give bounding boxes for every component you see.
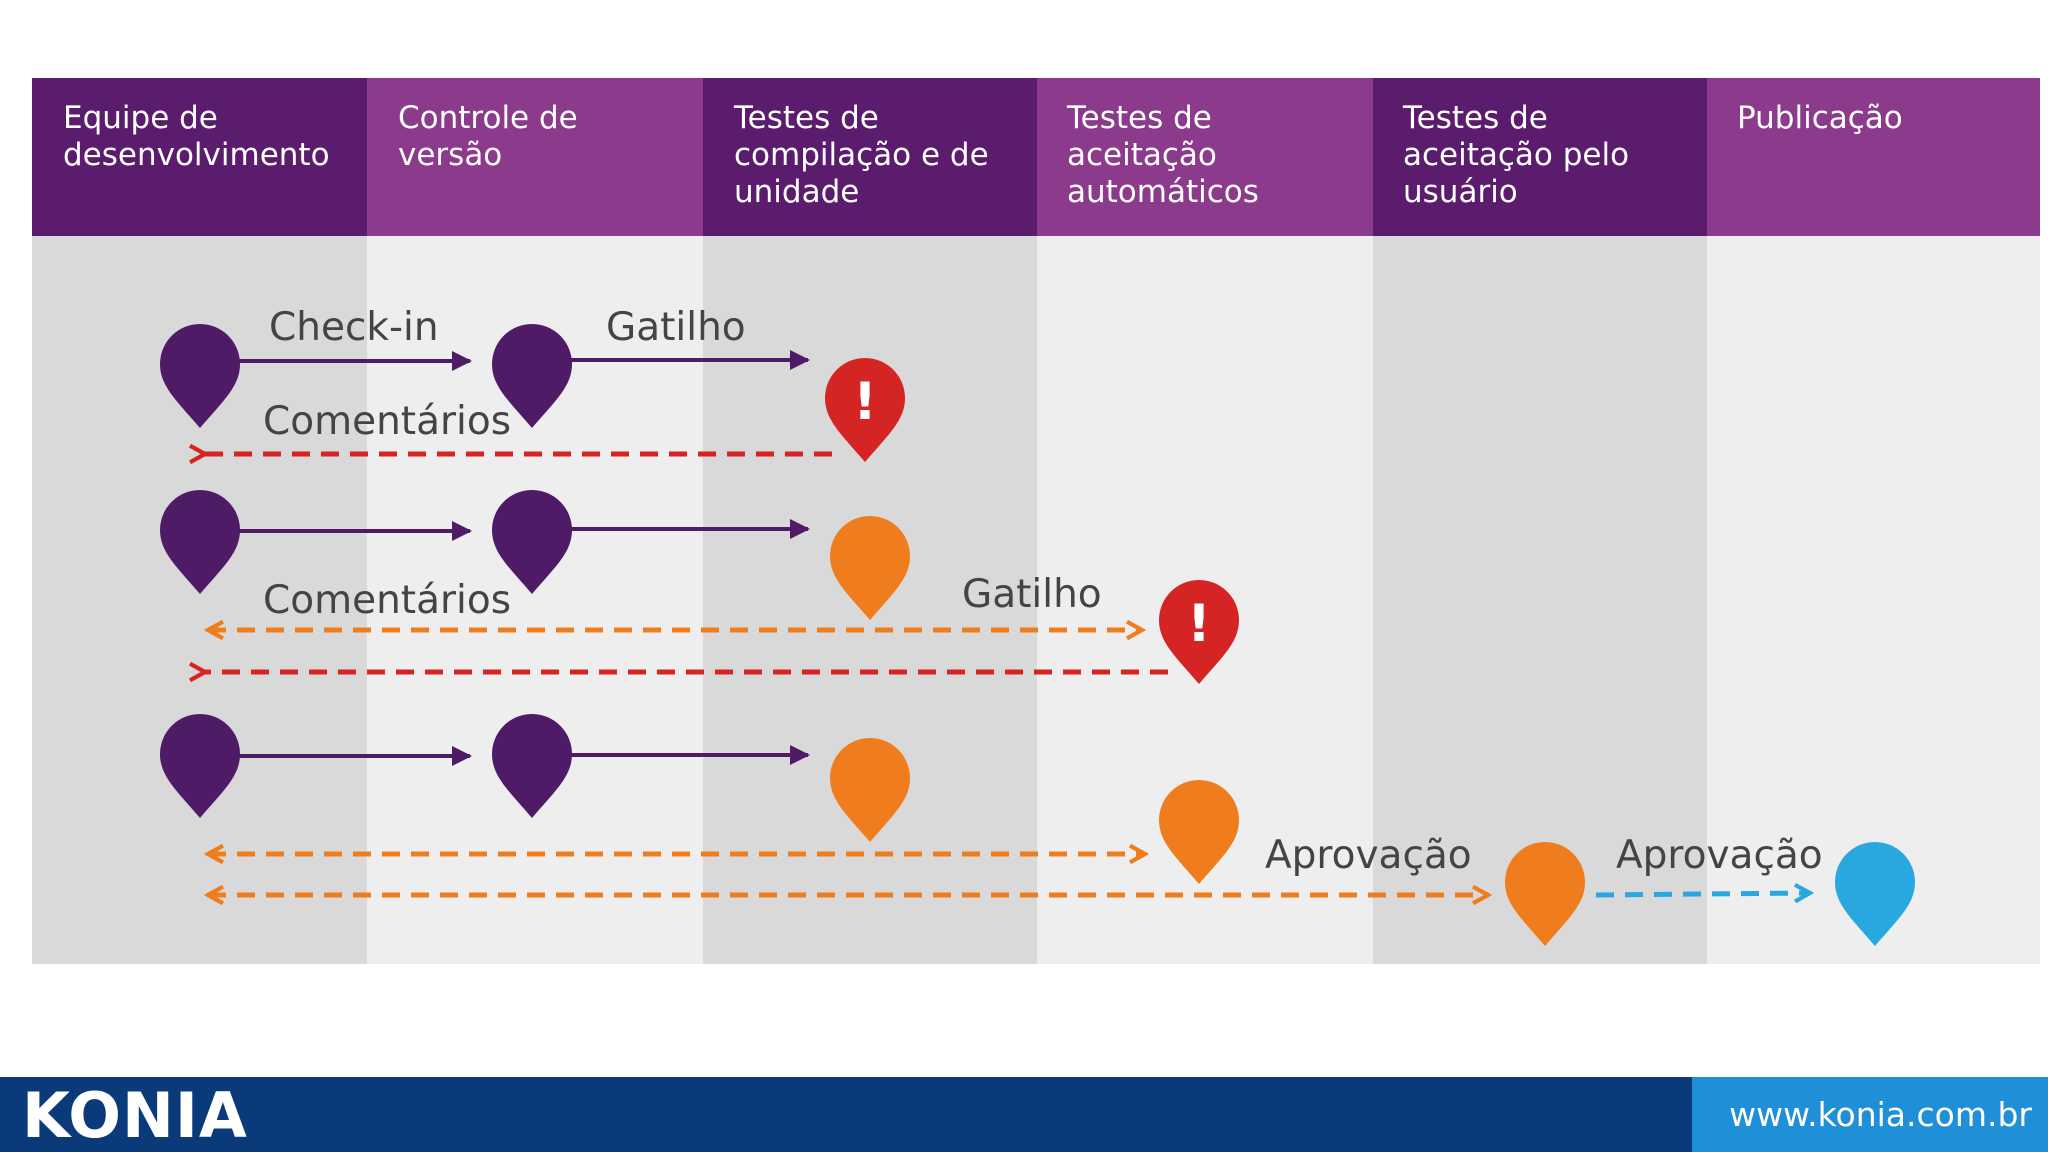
label-approval-2: Aprovação	[1616, 833, 1823, 878]
footer-url-panel: www.konia.com.br	[1692, 1077, 2048, 1152]
column-label-release: Publicação	[1737, 100, 1903, 136]
pin-dev-team-1	[160, 324, 240, 428]
alert-glyph: !	[1187, 594, 1211, 654]
label-trigger-2: Gatilho	[962, 572, 1102, 617]
footer-bar: KONIA www.konia.com.br	[0, 1077, 2048, 1152]
pin-build-fail-1: !	[825, 358, 905, 462]
pin-build-pass-3	[830, 738, 910, 842]
column-label-automated-acceptance: Testes de aceitação automáticos	[1067, 100, 1259, 210]
pin-version-control-1	[492, 324, 572, 428]
label-comments-2: Comentários	[263, 578, 512, 623]
alert-glyph: !	[853, 372, 877, 432]
pin-acceptance-pass-3	[1159, 780, 1239, 884]
website-link[interactable]: www.konia.com.br	[1729, 1095, 2032, 1134]
label-trigger-1: Gatilho	[606, 305, 746, 350]
column-header-6	[1707, 78, 2040, 236]
pin-build-pass-2	[830, 516, 910, 620]
column-label-version-control: Controle de versão	[398, 100, 578, 173]
arrow-approval-2	[1595, 893, 1810, 895]
column-header-3	[703, 78, 1037, 236]
pin-dev-team-3	[160, 714, 240, 818]
column-label-dev-team: Equipe de desenvolvimento	[63, 100, 330, 173]
column-label-build-unit-tests: Testes de compilação e de unidade	[734, 100, 989, 210]
column-header-5	[1373, 78, 1707, 236]
pin-dev-team-2	[160, 490, 240, 594]
column-header-4	[1037, 78, 1373, 236]
konia-logo[interactable]: KONIA	[22, 1079, 248, 1152]
pin-version-control-3	[492, 714, 572, 818]
column-header-1	[32, 78, 367, 236]
label-checkin: Check-in	[269, 305, 439, 350]
pin-release-3	[1835, 842, 1915, 946]
label-approval-1: Aprovação	[1265, 833, 1472, 878]
pin-acceptance-fail-2: !	[1159, 580, 1239, 684]
column-label-user-acceptance: Testes de aceitação pelo usuário	[1403, 100, 1630, 210]
label-comments-1: Comentários	[263, 399, 512, 444]
pin-version-control-2	[492, 490, 572, 594]
pin-user-acceptance-pass-3	[1505, 842, 1585, 946]
column-header-2	[367, 78, 703, 236]
diagram-canvas: ! !	[32, 78, 2040, 964]
